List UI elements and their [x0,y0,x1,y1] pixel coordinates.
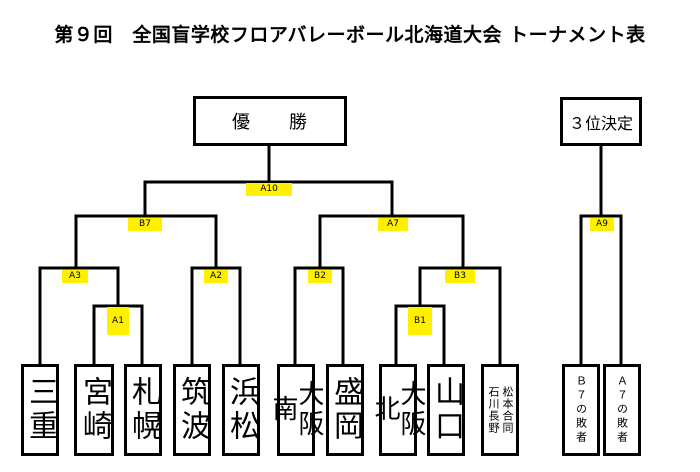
team-name: 宮崎 [77,376,112,444]
match-label-a9: A9 [590,218,614,231]
match-label-b2: B2 [308,270,332,283]
team-box-miyazaki: 宮崎 [74,364,114,456]
team-name: 大阪北 [370,380,426,440]
team-name-line-2: 石川長野 [487,386,500,434]
team-box-mie: 三重 [21,364,59,456]
team-box-tsukuba: 筑波 [173,364,211,456]
team-name: 大阪南 [268,380,324,440]
team-name: 筑波 [175,376,210,444]
team-box-yamaguchi: 山口 [427,364,465,456]
team-box-b7-loser: Ｂ７の敗者 [562,364,600,456]
team-box-osaka-kita: 大阪北 [370,364,426,456]
match-label-a1: A1 [107,307,129,335]
match-label-a3: A3 [62,270,88,283]
third-place-box: ３位決定 [560,97,642,146]
team-box-osaka-minami: 大阪南 [268,364,324,456]
match-label-b7: B7 [128,218,162,231]
match-label-a10: A10 [246,183,292,196]
team-name: 札幌 [126,376,161,444]
page-title: 第９回 全国盲学校フロアバレーボール北海道大会 トーナメント表 [54,24,646,46]
team-box-hamamatsu: 浜松 [222,364,260,456]
team-box-sapporo: 札幌 [124,364,162,456]
team-name: 盛岡 [328,376,363,444]
match-label-b1: B1 [408,307,432,335]
champion-box: 優 勝 [193,96,347,146]
team-name: 浜松 [224,376,259,444]
match-label-b3: B3 [445,270,475,283]
team-name: 山口 [429,376,464,444]
team-box-morioka: 盛岡 [326,364,364,456]
match-label-a2: A2 [204,270,228,283]
team-name-line-1: 松本合同 [501,386,514,434]
team-name: 三重 [23,376,58,444]
team-name: Ａ７の敗者 [615,375,629,445]
team-box-a7-loser: Ａ７の敗者 [603,364,641,456]
match-label-a7: A7 [378,218,408,231]
team-box-joint: 石川長野 松本合同 [481,364,519,456]
team-name: Ｂ７の敗者 [574,375,588,445]
